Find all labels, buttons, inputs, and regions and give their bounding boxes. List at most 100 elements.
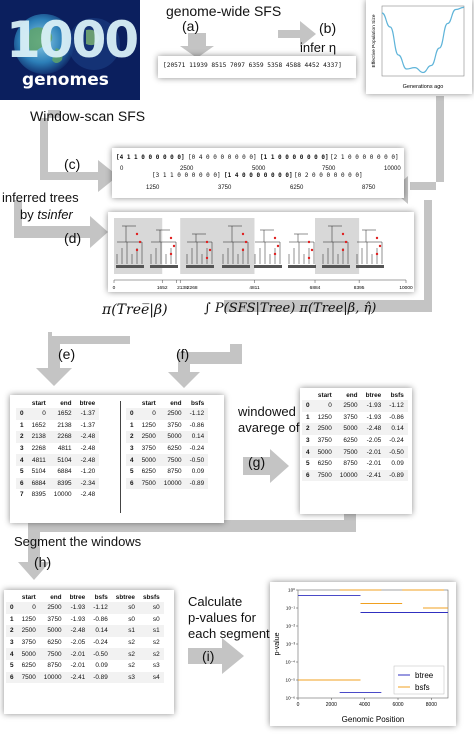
column-header: btree [69, 594, 86, 601]
table-cell: s0 [152, 615, 160, 623]
table-cell: s2 [152, 639, 160, 647]
axis-tick: 7500 [322, 166, 336, 172]
window-sfs-3: [1 4 0 0 0 0 0 0 0] [224, 172, 293, 179]
table-cell: 5104 [49, 454, 76, 466]
axis-tick-label: 10000 [399, 285, 413, 291]
arrow-a [180, 33, 214, 58]
table-cell: 0.14 [185, 431, 209, 443]
table-cell: -0.89 [385, 469, 408, 482]
formula-pi-tree: π(Tree̅|β) [102, 302, 168, 318]
leaf-labels [116, 265, 144, 268]
y-axis-label: p-value [274, 632, 281, 655]
table-cell: 6250 [47, 639, 62, 647]
row-index: 0 [302, 400, 314, 412]
row-index: 3 [10, 639, 14, 647]
table-cell: -0.86 [189, 421, 205, 429]
mutation-marker [341, 248, 345, 252]
column-header: btree [79, 400, 96, 407]
sfs-vector: [20571 11939 8515 7097 6359 5358 4588 44… [163, 62, 342, 69]
table-cell: 6250 [167, 445, 182, 453]
legend: btree bsfs [393, 665, 445, 695]
genealogy-tree [322, 225, 350, 268]
segment-windows-label: Segment the windows [14, 534, 142, 549]
sfs-vector-panel: [20571 11939 8515 7097 6359 5358 4588 44… [158, 56, 356, 78]
window-sfs-0: [4 1 1 0 0 0 0 0 0] [116, 154, 185, 161]
plot-frame [381, 5, 465, 77]
table-cell: 7500 [335, 446, 362, 458]
tree-highlight [315, 218, 360, 274]
table-cell: -1.93 [366, 413, 382, 421]
table-cell: 6884 [27, 477, 50, 490]
arrow-f [168, 344, 242, 388]
column-header: end [50, 594, 62, 601]
legend-label: bsfs [415, 683, 430, 692]
column-header: bsfs [94, 594, 108, 601]
axis-tick-label: 6884 [310, 285, 321, 291]
axis-tick: 10000 [384, 166, 401, 172]
table-cell: 2268 [31, 445, 46, 453]
axis-tick: 1250 [146, 185, 160, 191]
table-cell: -0.50 [185, 454, 209, 466]
table-cell: 3750 [343, 413, 358, 421]
table-cell: 0.14 [385, 423, 408, 435]
table-cell: 10000 [53, 491, 72, 499]
row-index: 4 [302, 446, 314, 458]
y-tick-label: 10⁻³ [286, 642, 296, 647]
step-f-label: (f) [176, 346, 190, 362]
leaf-labels [288, 265, 316, 268]
step-c-label: (c) [64, 156, 81, 172]
mutation-marker [138, 240, 142, 244]
arrow-g [243, 449, 289, 483]
inferred-trees-label: inferred trees [2, 190, 79, 205]
y-tick-label: 10⁻¹ [286, 606, 296, 611]
table-cell: -2.01 [366, 460, 382, 468]
formula-integral: ∫ P(SFS|Tree) π(Tree|β, η̂) [204, 301, 377, 316]
logo-word: genomes [22, 70, 109, 90]
window-scan-row1: [4 1 1 0 0 0 0 0 0] [0 4 0 0 0 0 0 0 0] … [116, 154, 400, 164]
table-cell: 5104 [31, 468, 46, 476]
mutation-marker [341, 232, 345, 236]
row-index: 5 [130, 468, 134, 476]
legend-label: btree [415, 671, 434, 680]
row-index: 1 [20, 421, 24, 429]
x-tick-label: 8000 [426, 702, 437, 708]
leaf-labels [150, 265, 178, 268]
axis-tick: 5000 [252, 166, 266, 172]
table-cell: -1.93 [70, 615, 86, 623]
window-sfs-2: [0 4 0 0 0 0 0 0 0] [188, 154, 257, 161]
table-cell: -2.48 [65, 625, 90, 637]
window-scan-panel: [4 1 1 0 0 0 0 0 0] [0 4 0 0 0 0 0 0 0] … [112, 148, 404, 198]
table-cell: 10000 [335, 469, 362, 482]
leaf-labels [254, 265, 282, 268]
y-tick-label: 10⁻⁵ [286, 678, 296, 683]
genealogy-tree [254, 229, 282, 268]
axis-tick-label: 0 [113, 285, 116, 291]
column-header: bsfs [191, 400, 205, 407]
table-cell: -0.86 [389, 413, 404, 421]
column-header: sbsfs [142, 594, 160, 601]
table-cell: 5000 [39, 625, 66, 637]
genealogy-tree [186, 233, 214, 268]
y-tick-label: 10⁻⁴ [285, 660, 295, 665]
row-index: 7 [20, 491, 24, 499]
table-cell: 7500 [137, 477, 160, 490]
leaf-labels [222, 265, 250, 268]
row-index: 0 [16, 408, 28, 420]
mutation-marker [244, 240, 248, 244]
table-cell: 1250 [141, 421, 156, 429]
logo-number: 1000 [6, 11, 139, 69]
table-cell: -2.41 [361, 469, 386, 482]
table-cell: 3750 [167, 421, 182, 429]
column-header [16, 399, 28, 408]
row-index: 3 [130, 445, 134, 453]
table-cell: -2.34 [75, 477, 100, 490]
table-cell: -2.48 [75, 431, 100, 443]
